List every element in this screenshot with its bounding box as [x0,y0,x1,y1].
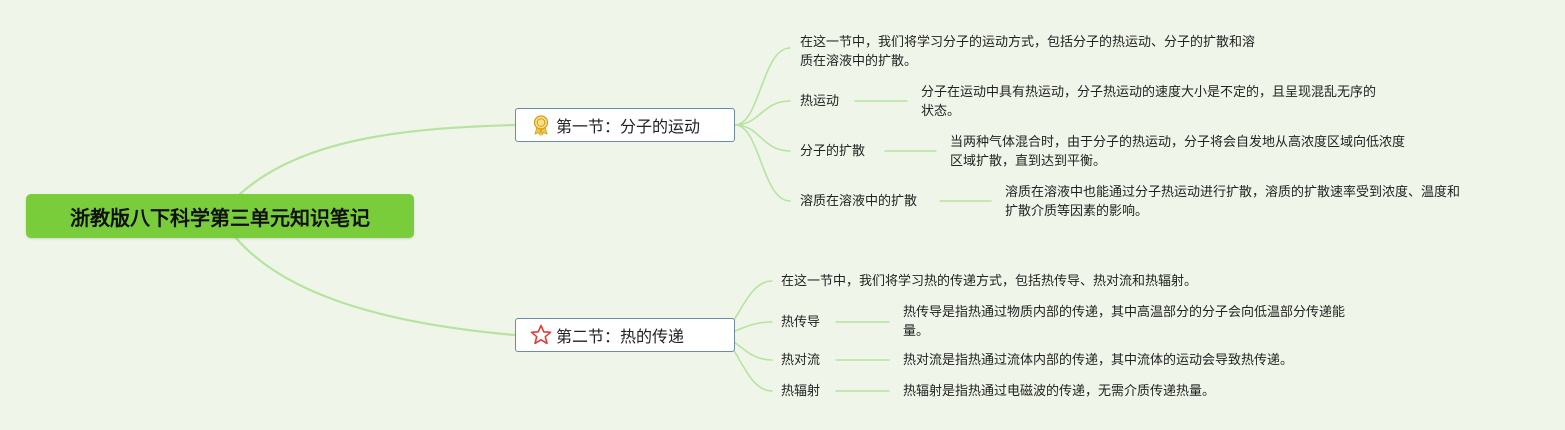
node-thermal-motion[interactable]: 热运动 [800,94,840,109]
node-heat-convection[interactable]: 热对流 [781,353,821,368]
star-outline-icon [530,324,552,345]
branch-root-section-1 [238,123,517,196]
node-solute-diffusion[interactable]: 溶质在溶液中的扩散 [800,194,918,209]
award-ribbon-icon [533,115,549,136]
molecule-diffusion-desc: 当两种气体混合时，由于分子的热运动，分子将会自发地从高浓度区域向低浓度 区域扩散… [950,133,1405,171]
solute-diffusion-desc-line-1: 溶质在溶液中也能通过分子热运动进行扩散，溶质的扩散速率受到浓度、温度和 [1005,185,1461,200]
heat-conduction-desc-line-2: 量。 [903,324,930,339]
solute-diffusion-desc-line-2: 扩散介质等因素的影响。 [1005,204,1149,219]
topic-section-2[interactable]: 第二节：热的传递 [515,318,735,352]
molecule-diffusion-desc-line-1: 当两种气体混合时，由于分子的热运动，分子将会自发地从高浓度区域向低浓度 [950,135,1406,150]
section-1-intro: 在这一节中，我们将学习分子的运动方式，包括分子的热运动、分子的扩散和溶 质在溶液… [800,33,1255,71]
thermal-motion-desc-line-2: 状态。 [921,104,961,119]
heat-radiation-desc: 热辐射是指热通过电磁波的传递，无需介质传递热量。 [903,384,1216,399]
section-1-intro-line-2: 质在溶液中的扩散。 [800,54,918,69]
topic-section-1-title: 第一节：分子的运动 [556,117,701,136]
node-molecule-diffusion[interactable]: 分子的扩散 [800,144,866,159]
heat-convection-desc: 热对流是指热通过流体内部的传递，其中流体的运动会导致热传递。 [903,353,1294,368]
branch-section-1-diffusion [734,124,791,152]
molecule-diffusion-desc-line-2: 区域扩散，直到达到平衡。 [950,154,1107,169]
node-heat-conduction[interactable]: 热传导 [781,315,821,330]
branch-section-1-intro [734,47,791,126]
heat-conduction-desc: 热传导是指热通过物质内部的传递，其中高温部分的分子会向低温部分传递能 量。 [903,303,1345,341]
section-2-intro: 在这一节中，我们将学习热的传递方式，包括热传导、热对流和热辐射。 [781,274,1198,289]
branch-section-1-solute [734,124,791,202]
solute-diffusion-desc: 溶质在溶液中也能通过分子热运动进行扩散，溶质的扩散速率受到浓度、温度和 扩散介质… [1005,183,1460,221]
section-1-intro-line-1: 在这一节中，我们将学习分子的运动方式，包括分子的热运动、分子的扩散和溶 [800,35,1256,50]
topic-section-1[interactable]: 第一节：分子的运动 [515,108,735,142]
thermal-motion-desc: 分子在运动中具有热运动，分子热运动的速度大小是不定的，且呈现混乱无序的 状态。 [921,83,1376,121]
heat-conduction-desc-line-1: 热传导是指热通过物质内部的传递，其中高温部分的分子会向低温部分传递能 [903,305,1346,320]
root-node[interactable]: 浙教版八下科学第三单元知识笔记 [26,194,414,238]
topic-section-2-title: 第二节：热的传递 [556,327,685,346]
root-label: 浙教版八下科学第三单元知识笔记 [70,205,370,230]
branch-section-1-thermal [734,100,791,126]
thermal-motion-desc-line-1: 分子在运动中具有热运动，分子热运动的速度大小是不定的，且呈现混乱无序的 [921,85,1377,100]
branch-root-section-2 [234,236,517,337]
node-heat-radiation[interactable]: 热辐射 [781,384,821,399]
